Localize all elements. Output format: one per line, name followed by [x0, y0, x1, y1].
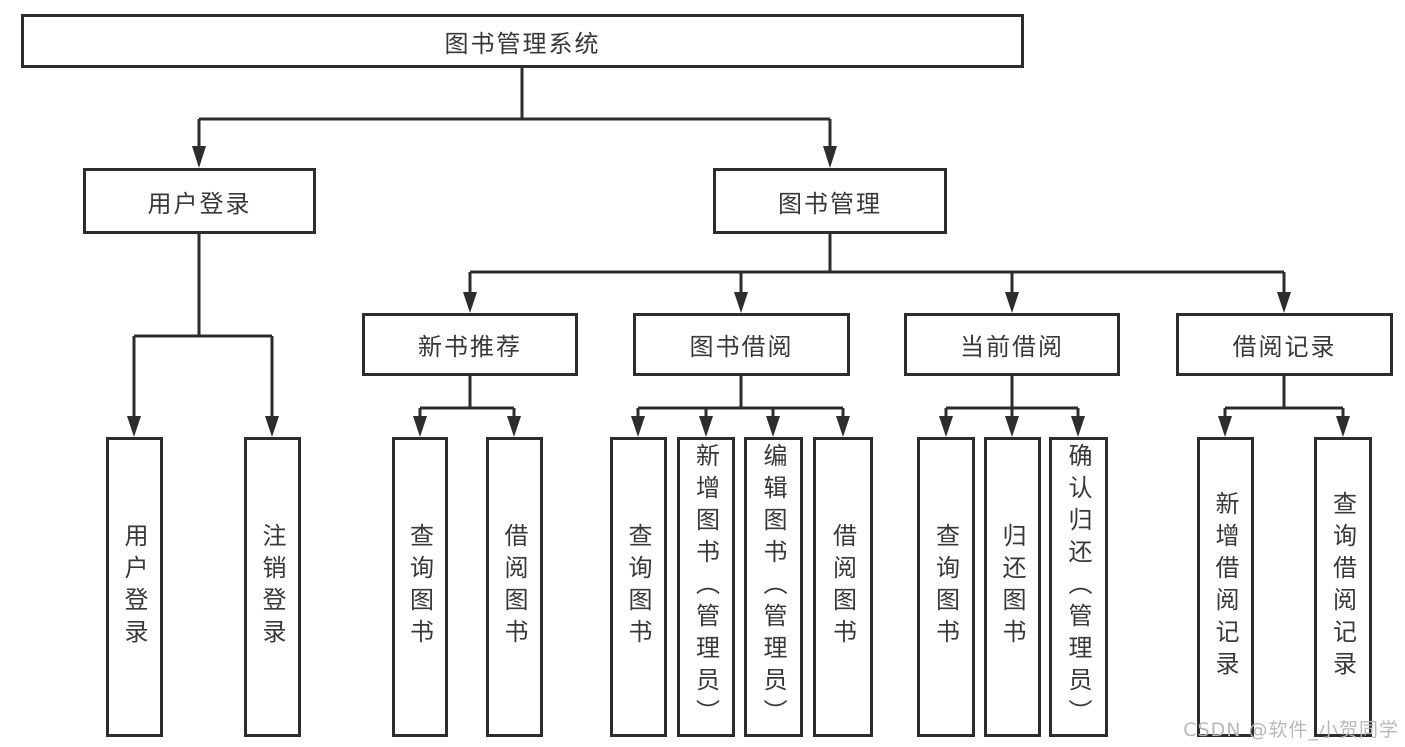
node-book-management-label: 图书管理 — [778, 189, 882, 218]
node-leaf-query-borrow-record-label: 查询借阅记录 — [1328, 491, 1357, 683]
node-user-login-label: 用户登录 — [147, 189, 252, 218]
node-new-book-recommend-label: 新书推荐 — [418, 333, 522, 361]
node-user-login: 用户登录 — [83, 168, 316, 234]
node-leaf-return-book-label: 归还图书 — [998, 523, 1026, 651]
node-borrow-records-label: 借阅记录 — [1232, 333, 1337, 361]
node-library-system-label: 图书管理系统 — [444, 29, 601, 58]
node-leaf-add-book-admin: 新增图书（管理员） — [677, 437, 735, 737]
arrowhead-leaf-borrow-book-2 — [836, 416, 850, 437]
node-leaf-borrow-book-2-label: 借阅图书 — [828, 523, 857, 651]
watermark-text: CSDN @软件_小贺同学 — [1183, 719, 1399, 741]
node-leaf-user-login-label: 用户登录 — [120, 523, 148, 651]
node-leaf-edit-book-admin: 编辑图书（管理员） — [744, 437, 803, 737]
node-library-system: 图书管理系统 — [21, 14, 1024, 68]
node-leaf-query-book-3: 查询图书 — [917, 437, 975, 737]
node-book-borrow-label: 图书借阅 — [689, 333, 794, 361]
arrowhead-leaf-query-book-2 — [631, 416, 645, 437]
arrowhead-user-login — [192, 146, 206, 168]
arrowhead-leaf-borrow-book-1 — [507, 416, 521, 437]
node-borrow-records: 借阅记录 — [1176, 313, 1393, 376]
node-leaf-add-borrow-record-label: 新增借阅记录 — [1211, 491, 1239, 683]
node-leaf-borrow-book-2: 借阅图书 — [813, 437, 873, 737]
arrowhead-leaf-add-record — [1218, 416, 1232, 437]
arrowhead-current-borrow — [1005, 292, 1019, 313]
arrowhead-book-management — [823, 146, 837, 168]
arrowhead-leaf-user-login — [127, 416, 141, 437]
node-leaf-add-book-admin-label: 新增图书（管理员） — [691, 443, 720, 731]
node-current-borrow: 当前借阅 — [904, 313, 1120, 376]
arrowhead-leaf-logout — [265, 416, 279, 437]
node-new-book-recommend: 新书推荐 — [362, 313, 578, 376]
node-leaf-query-borrow-record: 查询借阅记录 — [1314, 437, 1372, 737]
node-leaf-query-book-1-label: 查询图书 — [405, 523, 434, 651]
node-leaf-query-book-3-label: 查询图书 — [931, 523, 960, 651]
arrowhead-leaf-query-book-1 — [413, 416, 427, 437]
node-leaf-confirm-return-admin-label: 确认归还（管理员） — [1064, 443, 1092, 731]
node-leaf-borrow-book-1-label: 借阅图书 — [500, 523, 528, 651]
node-leaf-query-book-1: 查询图书 — [392, 437, 448, 737]
arrowhead-leaf-return-book — [1005, 416, 1019, 437]
node-leaf-borrow-book-1: 借阅图书 — [486, 437, 543, 737]
arrowhead-leaf-confirm-return — [1071, 416, 1085, 437]
arrowhead-leaf-query-book-3 — [939, 416, 953, 437]
arrowhead-leaf-edit-book — [766, 416, 780, 437]
arrowhead-book-borrow — [734, 292, 748, 313]
node-leaf-edit-book-admin-label: 编辑图书（管理员） — [759, 443, 787, 731]
node-book-management: 图书管理 — [713, 168, 947, 234]
node-leaf-user-login: 用户登录 — [106, 437, 163, 737]
node-leaf-return-book: 归还图书 — [984, 437, 1041, 737]
node-leaf-query-book-2: 查询图书 — [610, 437, 667, 737]
arrowhead-new-book — [463, 292, 477, 313]
node-current-borrow-label: 当前借阅 — [960, 333, 1064, 361]
node-leaf-query-book-2-label: 查询图书 — [624, 523, 652, 651]
node-leaf-confirm-return-admin: 确认归还（管理员） — [1049, 437, 1108, 737]
node-leaf-logout-label: 注销登录 — [258, 523, 286, 651]
node-leaf-logout: 注销登录 — [244, 437, 301, 737]
arrowhead-leaf-query-record — [1336, 416, 1350, 437]
arrowhead-leaf-add-book — [699, 416, 713, 437]
node-book-borrow: 图书借阅 — [633, 313, 850, 376]
arrowhead-borrow-records — [1277, 292, 1291, 313]
node-leaf-add-borrow-record: 新增借阅记录 — [1197, 437, 1254, 737]
